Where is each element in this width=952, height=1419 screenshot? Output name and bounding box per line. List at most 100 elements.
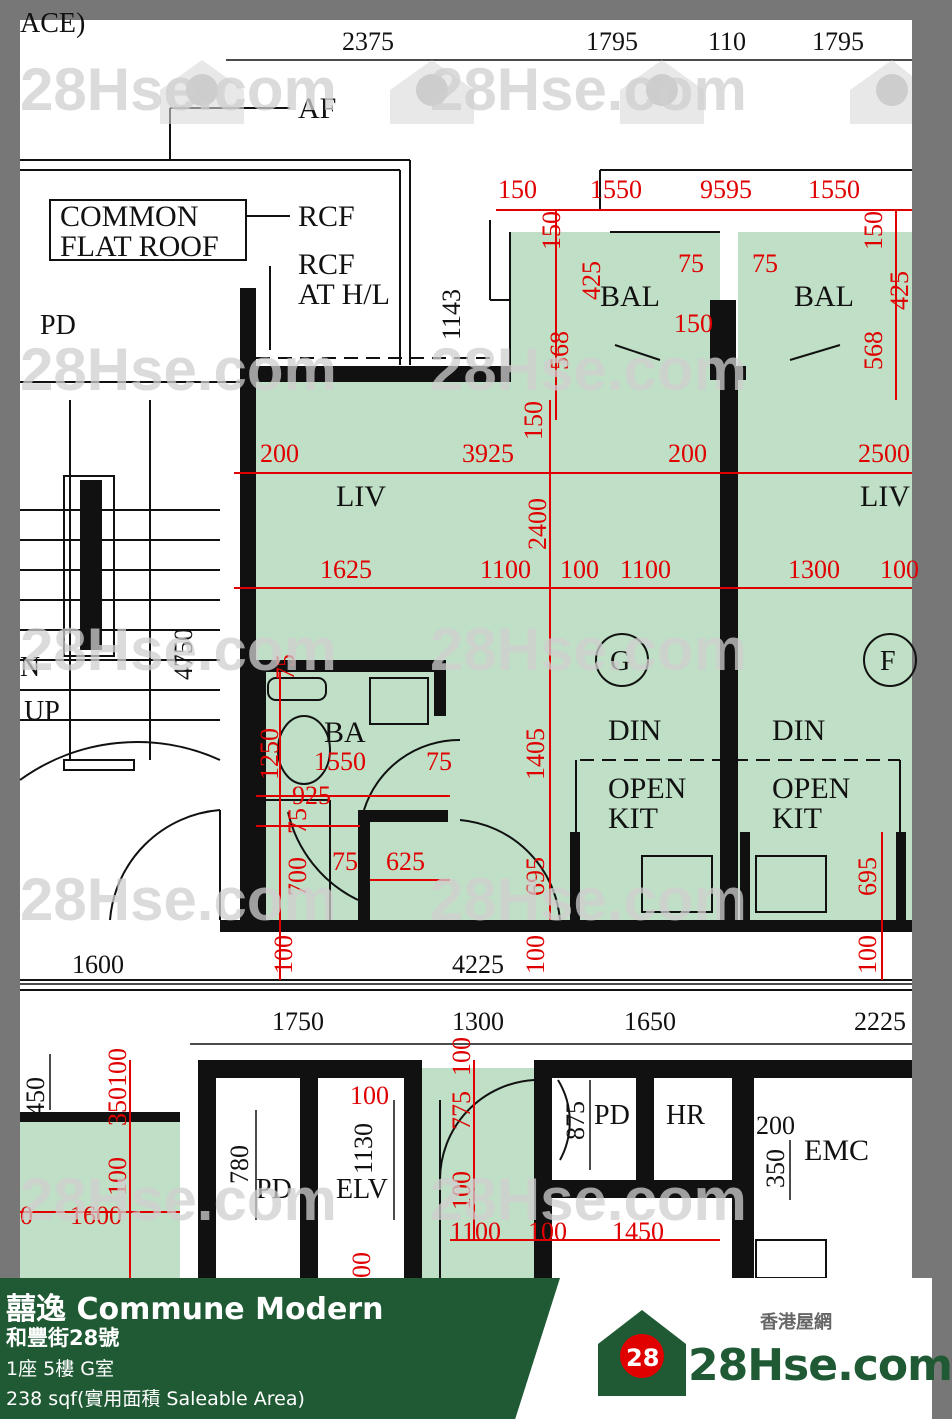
rdim-75c: 75 xyxy=(271,654,300,680)
room-labels: ACE) AF COMMON FLAT ROOF RCF RCF AT H/L … xyxy=(20,8,917,1205)
brand-logo-icon: 28 xyxy=(598,1310,686,1396)
floor-plan: 2375 1795 110 1795 1143 4750 1600 4225 1… xyxy=(19,8,919,1279)
label-bal-g: BAL xyxy=(600,280,660,313)
brand-badge-number: 28 xyxy=(626,1344,659,1372)
rdim-1450: 1450 xyxy=(612,1217,664,1246)
rdim-2400: 2400 xyxy=(523,498,552,550)
balcony-g-fill xyxy=(510,232,720,382)
rdim-0: 0 xyxy=(20,1201,33,1230)
dim-200: 200 xyxy=(756,1111,795,1140)
dim-1650: 1650 xyxy=(624,1007,676,1036)
label-emc: EMC xyxy=(804,1134,869,1167)
watermark-text: 28Hse.com xyxy=(20,866,337,933)
red-dimension-texts: 150 1550 9595 1550 150 425 75 75 150 425… xyxy=(20,175,919,1278)
footer: 囍逸 Commune Modern 和豐街28號 1座 5樓 G室 238 sq… xyxy=(0,1278,952,1419)
dim-110: 110 xyxy=(708,27,746,56)
rdim-100e: 100 xyxy=(853,935,882,974)
rdim-1300: 1300 xyxy=(788,555,840,584)
rdim-100d: 100 xyxy=(521,935,550,974)
room-fills xyxy=(20,232,912,1278)
rdim-1100b: 1100 xyxy=(620,555,671,584)
unit-f-marker xyxy=(863,633,917,687)
label-pd-top: PD xyxy=(40,310,76,341)
watermark-text: 28Hse.com xyxy=(20,336,337,403)
watermark-badge-icon xyxy=(850,60,912,124)
rdim-75a: 75 xyxy=(678,249,704,278)
watermarks: 28Hse.com 28Hse.com 28Hse.com 28Hse.com … xyxy=(20,56,912,1233)
red-dimension-lines xyxy=(20,209,912,1278)
watermark-text: 28Hse.com xyxy=(430,1166,747,1233)
watermark-text: 28Hse.com xyxy=(20,56,337,123)
rdim-700: 700 xyxy=(283,857,312,896)
unit-g-marker xyxy=(595,633,649,687)
watermark-text: 28Hse.com xyxy=(430,56,747,123)
label-unit-f: F xyxy=(880,646,896,677)
rdim-425b: 425 xyxy=(885,271,914,310)
rdim-695a: 695 xyxy=(521,857,550,896)
dim-4750: 4750 xyxy=(169,628,198,680)
rdim-150d: 150 xyxy=(859,211,888,250)
watermark-badge-icon xyxy=(390,60,474,124)
rdim-100j: 100 xyxy=(528,1217,567,1246)
rdim-75d: 75 xyxy=(426,747,452,776)
floor-plan-frame: 2375 1795 110 1795 1143 4750 1600 4225 1… xyxy=(19,8,919,1279)
label-stair-n: N xyxy=(20,652,40,683)
dim-1143: 1143 xyxy=(437,289,466,340)
rdim-1550a: 1550 xyxy=(590,175,642,204)
dim-1795b: 1795 xyxy=(812,27,864,56)
watermark-text: 28Hse.com xyxy=(20,1166,337,1233)
rdim-200b: 200 xyxy=(668,439,707,468)
label-open-kit-f-2: KIT xyxy=(772,802,822,835)
unit-info: 1座 5樓 G室 xyxy=(6,1358,114,1380)
rdim-75e: 75 xyxy=(283,808,312,834)
brand-tagline: 香港屋網 xyxy=(760,1312,832,1333)
label-open-kit-g-1: OPEN xyxy=(608,772,686,805)
label-open-kit-g-2: KIT xyxy=(608,802,658,835)
label-common-flat-roof-1: COMMON xyxy=(60,200,198,233)
label-pd-lower: PD xyxy=(256,1174,292,1205)
label-common-flat-roof-2: FLAT ROOF xyxy=(60,230,219,263)
watermark-text: 28Hse.com xyxy=(430,866,747,933)
dim-780: 780 xyxy=(225,1145,254,1184)
black-dimension-lines xyxy=(20,59,912,1220)
unit-f-fill xyxy=(738,382,912,920)
rdim-00: 00 xyxy=(347,1252,376,1278)
label-din-g: DIN xyxy=(608,714,661,747)
rdim-75b: 75 xyxy=(752,249,778,278)
rdim-625: 625 xyxy=(386,847,425,876)
dim-1130: 1130 xyxy=(349,1123,378,1174)
watermark-text: 28Hse.com xyxy=(430,336,747,403)
dim-350: 350 xyxy=(761,1149,790,1188)
rdim-1625: 1625 xyxy=(320,555,372,584)
label-ba: BA xyxy=(324,716,366,749)
drafting-lines xyxy=(19,107,912,1279)
label-rcf: RCF xyxy=(298,200,355,233)
dim-450: 450 xyxy=(21,1077,50,1116)
rdim-3925: 3925 xyxy=(462,439,514,468)
rdim-925: 925 xyxy=(292,781,331,810)
footer-info-panel xyxy=(0,1278,560,1419)
dim-1750: 1750 xyxy=(272,1007,324,1036)
label-hr: HR xyxy=(666,1100,705,1131)
unit-g-fill xyxy=(256,382,720,920)
balcony-f-fill xyxy=(738,232,912,382)
rdim-200a: 200 xyxy=(260,439,299,468)
estate-address: 和豐街28號 xyxy=(6,1326,120,1350)
rdim-100f: 100 xyxy=(103,1157,132,1196)
rdim-350100: 350100 xyxy=(103,1048,132,1126)
rdim-1405: 1405 xyxy=(521,728,550,780)
rdim-100c: 100 xyxy=(269,935,298,974)
dim-875: 875 xyxy=(561,1101,590,1140)
rdim-100a: 100 xyxy=(560,555,599,584)
saleable-area: 238 sqf(實用面積 Saleable Area) xyxy=(6,1388,305,1410)
rdim-568b: 568 xyxy=(859,331,888,370)
label-pd-right: PD xyxy=(594,1100,630,1131)
rdim-2500: 2500 xyxy=(858,439,910,468)
label-af: AF xyxy=(298,92,336,125)
rdim-1100a: 1100 xyxy=(480,555,531,584)
rdim-150e: 150 xyxy=(519,401,548,440)
dim-2375: 2375 xyxy=(342,27,394,56)
rdim-695b: 695 xyxy=(853,857,882,896)
dim-4225: 4225 xyxy=(452,950,504,979)
rdim-100i: 100 xyxy=(447,1171,476,1210)
